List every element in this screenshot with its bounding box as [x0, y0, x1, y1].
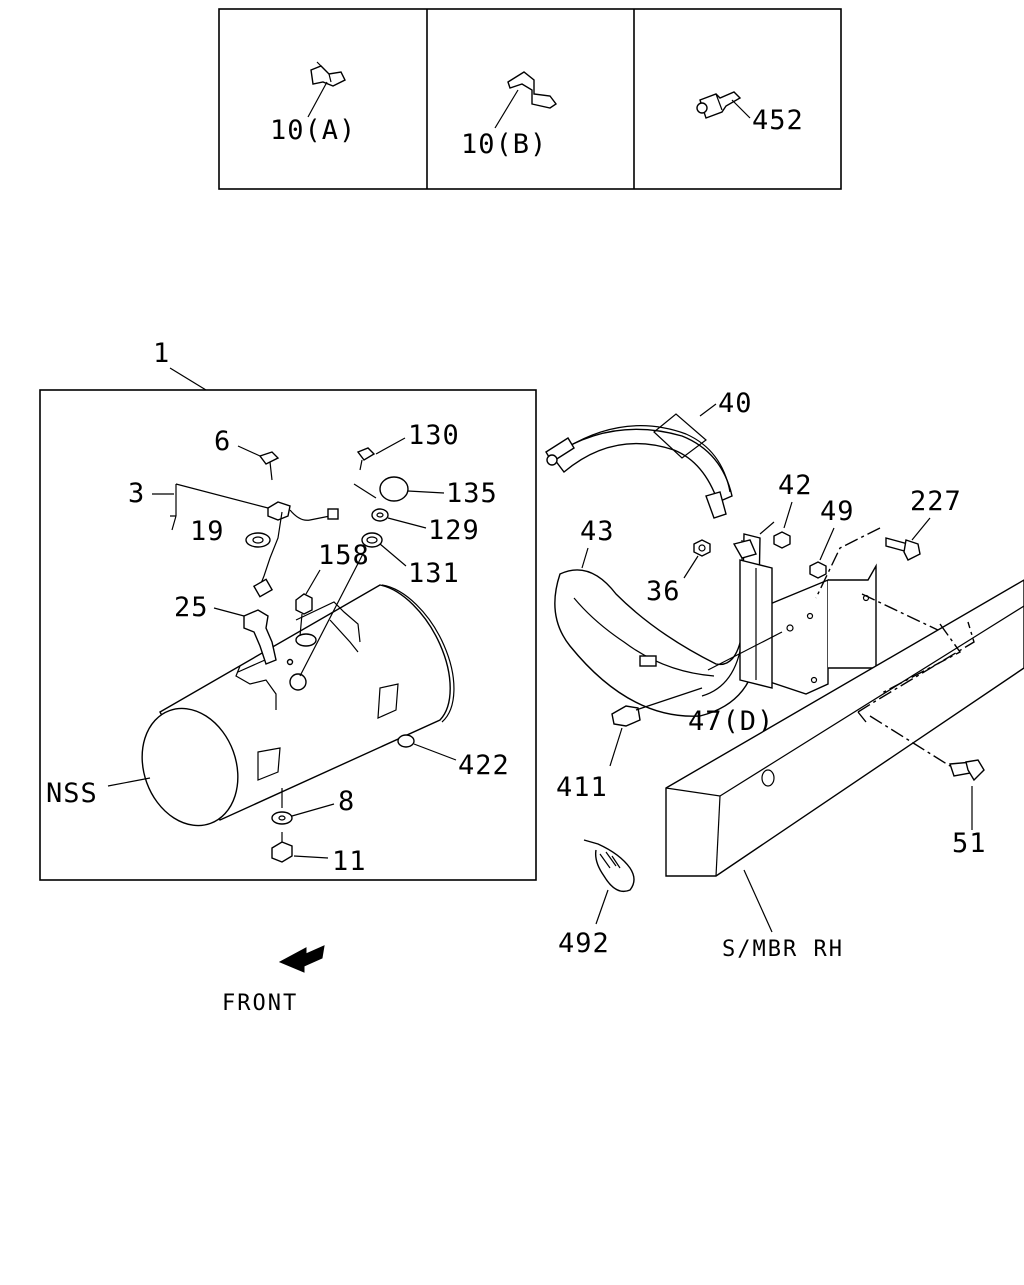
callout-nss: NSS — [46, 778, 98, 809]
front-arrow-icon — [278, 945, 325, 973]
inset-frame — [218, 8, 842, 190]
bolt-51 — [949, 759, 985, 782]
strap-40 — [545, 425, 733, 519]
nut-42 — [773, 531, 791, 549]
bolt-227 — [885, 537, 921, 561]
bolt-130 — [356, 447, 376, 471]
screw-6 — [258, 451, 280, 481]
callout-492: 492 — [558, 928, 610, 959]
grommet-part — [696, 91, 751, 119]
washer-8 — [271, 811, 293, 825]
label-front: FRONT — [222, 991, 298, 1016]
cap-135 — [379, 476, 409, 502]
bracket-25 — [243, 609, 277, 665]
callout-11: 11 — [332, 846, 367, 877]
cable-tie-492 — [583, 839, 635, 893]
label-10a: 10(A) — [270, 115, 356, 146]
bolt-11 — [271, 832, 293, 863]
callout-40: 40 — [718, 388, 753, 419]
plug-422 — [397, 734, 415, 748]
callout-131: 131 — [408, 558, 460, 589]
clamp-411 — [611, 705, 641, 727]
washer-131 — [361, 532, 383, 548]
callout-42: 42 — [778, 470, 813, 501]
fuel-tank — [141, 584, 455, 827]
callout-3: 3 — [128, 478, 145, 509]
strap-43 — [554, 533, 761, 717]
valve-158 — [295, 593, 313, 637]
clip-b-part — [494, 71, 558, 129]
callout-6: 6 — [214, 426, 231, 457]
callout-smbr: S/MBR RH — [722, 937, 844, 962]
callout-158: 158 — [318, 540, 370, 571]
strap-group: 40 43 36 42 49 — [545, 388, 962, 959]
callout-411: 411 — [556, 772, 608, 803]
callout-422: 422 — [458, 750, 510, 781]
label-452: 452 — [752, 105, 804, 136]
callout-36: 36 — [646, 576, 681, 607]
callout-49: 49 — [820, 496, 855, 527]
assembly-box — [39, 389, 537, 881]
tank-assembly-group: 1 NSS 3 19 — [39, 338, 537, 881]
callout-51: 51 — [952, 828, 987, 859]
callout-8: 8 — [338, 786, 355, 817]
callout-130: 130 — [408, 420, 460, 451]
gasket-part — [245, 532, 271, 548]
clip-a-part — [307, 61, 346, 118]
callout-135: 135 — [446, 478, 498, 509]
clamp-129 — [371, 508, 389, 522]
callout-43: 43 — [580, 516, 615, 547]
bracket-47d — [739, 559, 877, 695]
callout-47d: 47(D) — [688, 706, 774, 737]
callout-227: 227 — [910, 486, 962, 517]
sender-unit — [252, 501, 339, 598]
inset-table: 10(A) 10(B) 452 — [218, 8, 842, 190]
nut-36 — [693, 539, 711, 557]
callout-19: 19 — [190, 516, 225, 547]
label-10b: 10(B) — [461, 129, 547, 160]
side-member-rh — [665, 579, 1024, 877]
nut-49 — [809, 561, 827, 579]
callout-129: 129 — [428, 515, 480, 546]
callout-1: 1 — [153, 338, 170, 369]
callout-25: 25 — [174, 592, 209, 623]
